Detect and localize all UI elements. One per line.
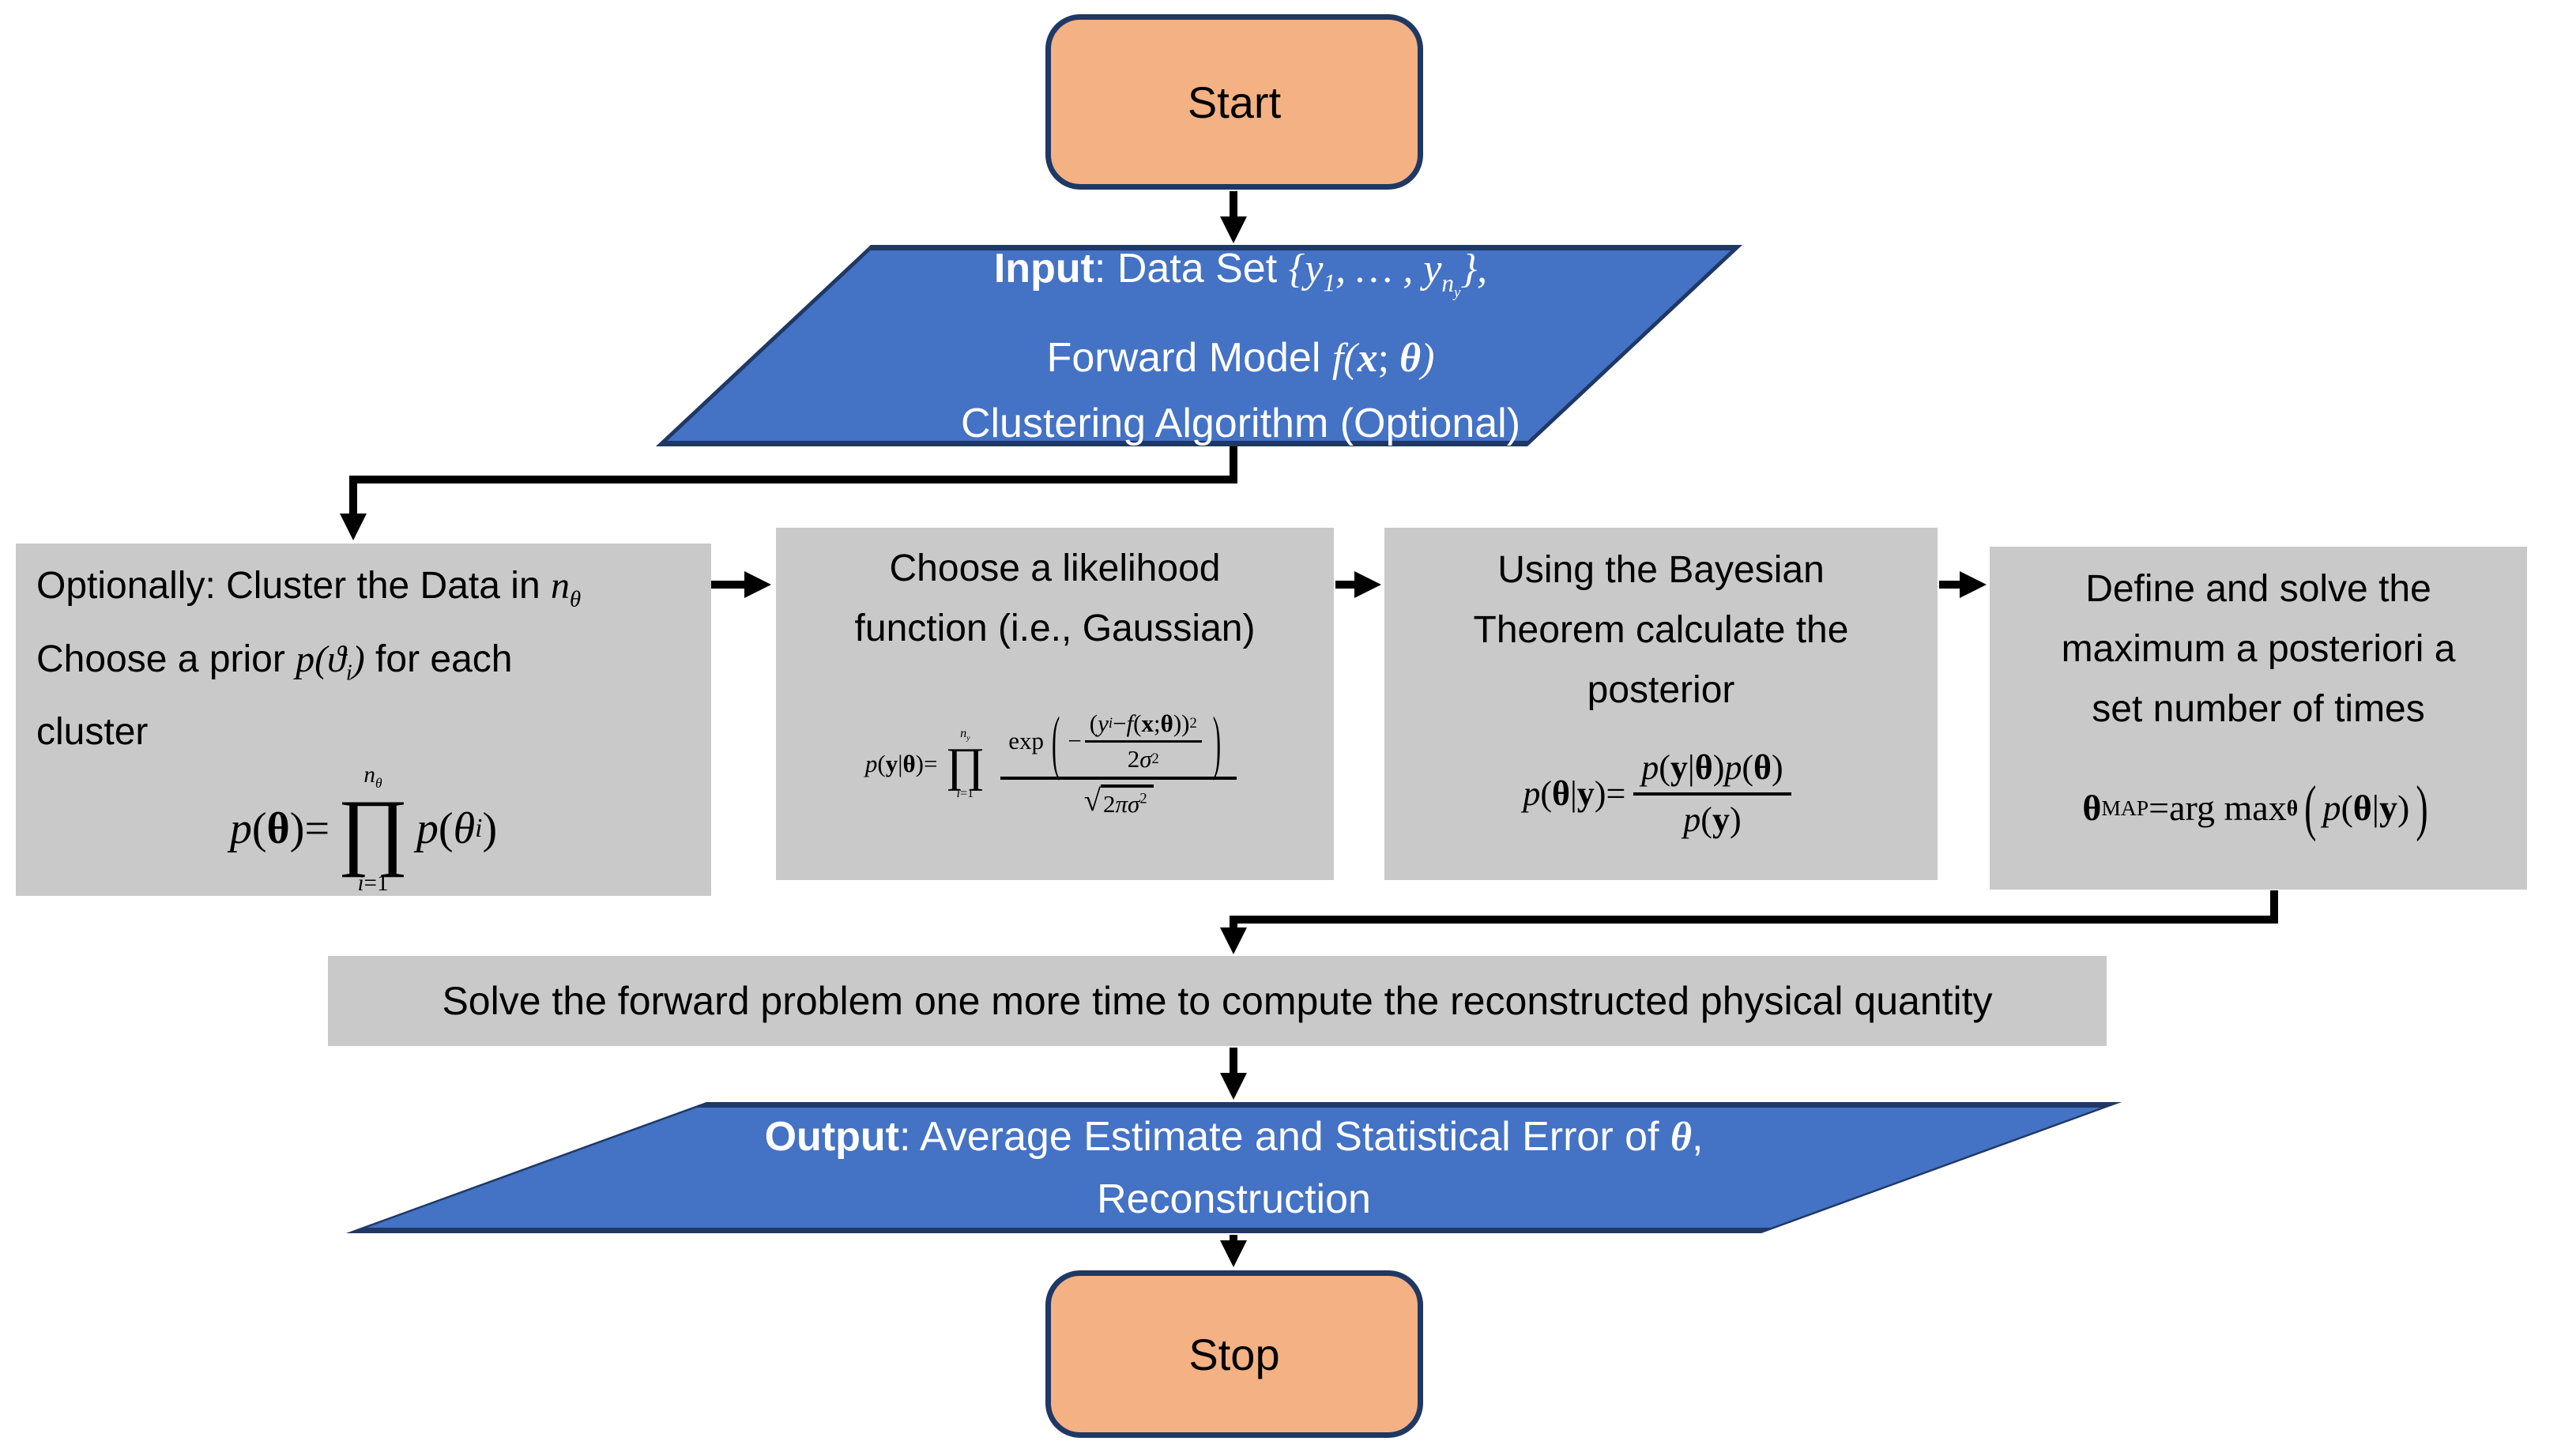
arrow-map-to-solve: [1220, 890, 2278, 954]
cluster-prior-box: Optionally: Cluster the Data in nθ Choos…: [16, 544, 711, 896]
likelihood-title-1: Choose a likelihood: [889, 547, 1221, 589]
map-box: Define and solve the maximum a posterior…: [1990, 547, 2527, 890]
map-title-1: Define and solve the: [2085, 568, 2431, 610]
output-text: Output: Average Estimate and Statistical…: [346, 1102, 2122, 1233]
output-line-1: Output: Average Estimate and Statistical…: [764, 1113, 1704, 1160]
input-text: Input: Data Set {y1, … , yny}, Forward M…: [695, 246, 1786, 446]
input-line-1: Input: Data Set {y1, … , yny},: [993, 246, 1488, 301]
posterior-formula: p(θ | y) = p(y | θ)p(θ) p(y): [1523, 748, 1798, 840]
solve-forward-text: Solve the forward problem one more time …: [442, 979, 1993, 1023]
stop-node: Stop: [1045, 1270, 1423, 1438]
cluster-line-2: Choose a prior p(ϑi) for each: [36, 638, 513, 686]
output-line-2: Reconstruction: [1097, 1176, 1371, 1222]
start-label: Start: [1187, 77, 1282, 127]
cluster-line-3: cluster: [36, 711, 149, 754]
bayes-box: Using the Bayesian Theorem calculate the…: [1384, 528, 1938, 880]
input-line-3: Clustering Algorithm (Optional): [960, 400, 1521, 446]
stop-label: Stop: [1188, 1329, 1280, 1379]
map-title-3: set number of times: [2092, 688, 2425, 730]
start-node: Start: [1045, 14, 1423, 190]
likelihood-title-2: function (i.e., Gaussian): [854, 608, 1256, 649]
map-title-2: maximum a posteriori a: [2061, 628, 2456, 670]
bayes-title-1: Using the Bayesian: [1497, 549, 1825, 591]
solve-forward-box: Solve the forward problem one more time …: [328, 956, 2107, 1046]
likelihood-box: Choose a likelihood function (i.e., Gaus…: [776, 528, 1334, 880]
bayes-title-3: posterior: [1587, 669, 1735, 711]
bayes-title-2: Theorem calculate the: [1473, 609, 1849, 651]
cluster-line-1: Optionally: Cluster the Data in nθ: [36, 565, 582, 612]
input-line-2: Forward Model f(x; θ): [1046, 334, 1435, 381]
